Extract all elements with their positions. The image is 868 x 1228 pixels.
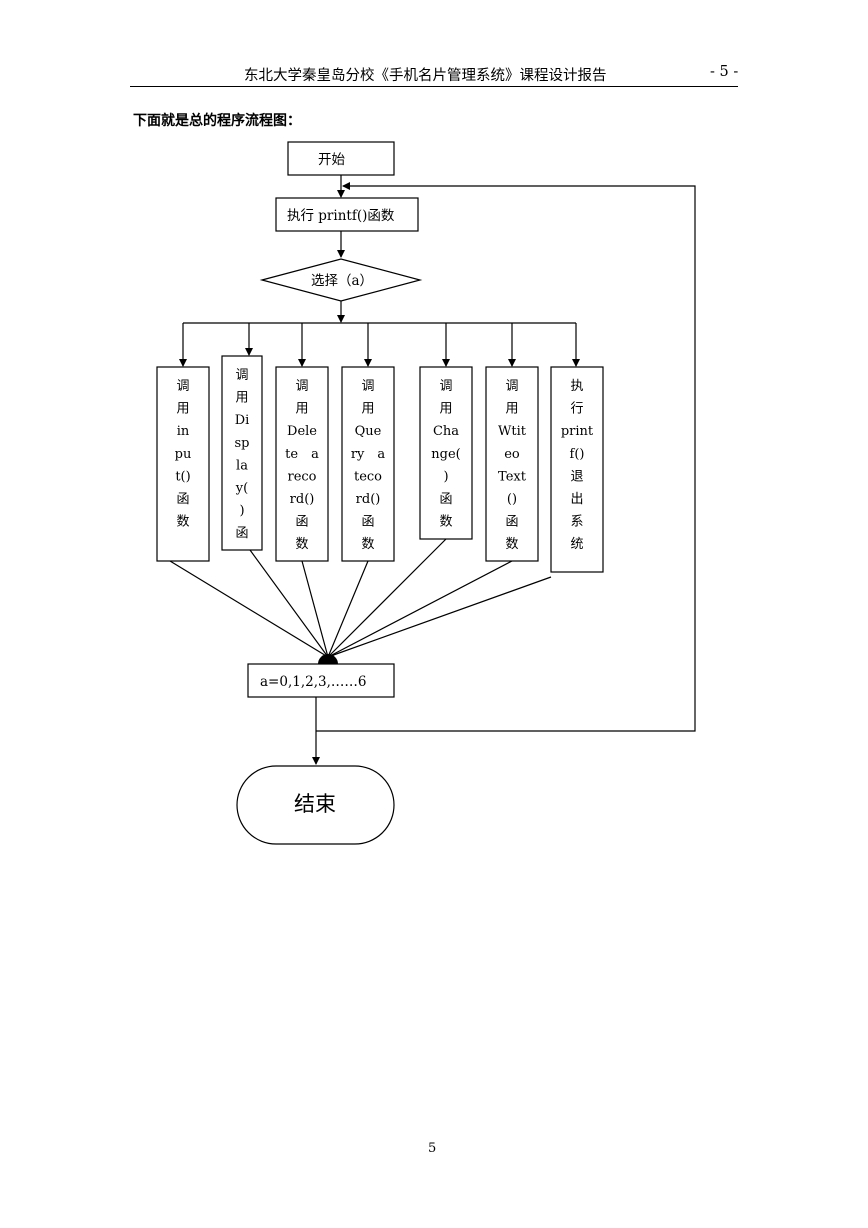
start-label: 开始 bbox=[318, 152, 345, 168]
branch-1-line-6: 函 bbox=[176, 492, 189, 507]
header-rule bbox=[130, 86, 738, 87]
branch-4-line-7: 函 bbox=[361, 515, 374, 530]
branch-5-line-4: nge( bbox=[431, 447, 460, 462]
branch-box-query bbox=[341, 366, 395, 562]
branch-3-line-8: 数 bbox=[295, 537, 308, 552]
end-label: 结束 bbox=[294, 792, 336, 816]
branch-4-line-1: 调 bbox=[361, 379, 374, 394]
branch-2-line-2: 用 bbox=[235, 391, 248, 406]
branch-7-line-6: 出 bbox=[570, 492, 583, 507]
branch-5-line-5: ) bbox=[443, 469, 448, 484]
branch-7-line-4: f() bbox=[570, 447, 585, 462]
branch-7-line-7: 系 bbox=[570, 515, 583, 530]
branch-1-line-2: 用 bbox=[176, 402, 189, 417]
branch-3-line-1: 调 bbox=[295, 379, 308, 394]
branch-4-line-2: 用 bbox=[361, 402, 374, 417]
end-node bbox=[236, 765, 395, 845]
branch-2-line-6: y( bbox=[235, 481, 248, 496]
loop-back-arrow bbox=[316, 182, 696, 732]
branch-5-line-3: Cha bbox=[433, 424, 459, 439]
branch-5-line-2: 用 bbox=[439, 402, 452, 417]
branch-4-line-6: rd() bbox=[356, 492, 381, 507]
branch-4-line-3: Que bbox=[355, 424, 382, 439]
decision-label: 选择（a） bbox=[311, 273, 373, 289]
branch-6-line-2: 用 bbox=[505, 402, 518, 417]
branch-2-line-5: la bbox=[236, 458, 248, 473]
branch-1-line-3: in bbox=[177, 424, 190, 439]
header-page-number: - 5 - bbox=[710, 64, 739, 80]
branch-box-exit bbox=[550, 366, 604, 573]
branch-5-line-6: 函 bbox=[439, 492, 452, 507]
merge-label: a=0,1,2,3,……6 bbox=[260, 674, 366, 690]
merge-lines bbox=[169, 538, 552, 658]
branch-box-display bbox=[221, 355, 263, 551]
branch-7-line-5: 退 bbox=[570, 469, 583, 484]
branch-5-line-1: 调 bbox=[439, 379, 452, 394]
branch-5-line-7: 数 bbox=[439, 515, 452, 530]
branch-2-line-4: sp bbox=[235, 436, 250, 451]
branch-7-line-1: 执 bbox=[570, 379, 583, 394]
branch-7-line-3: print bbox=[561, 424, 594, 439]
branch-6-line-7: 函 bbox=[505, 515, 518, 530]
branch-6-line-6: () bbox=[507, 492, 517, 507]
branch-7-line-2: 行 bbox=[570, 402, 583, 417]
branch-3-line-7: 函 bbox=[295, 515, 308, 530]
branch-3-line-6: rd() bbox=[290, 492, 315, 507]
branch-box-delete bbox=[275, 366, 329, 562]
branch-3-line-2: 用 bbox=[295, 402, 308, 417]
branch-6-line-4: eo bbox=[504, 447, 520, 462]
branch-3-line-5: reco bbox=[287, 469, 316, 484]
branch-4-line-4: ry a bbox=[351, 447, 386, 462]
branch-1-line-4: pu bbox=[175, 447, 192, 462]
exec-label: 执行 printf()函数 bbox=[287, 208, 395, 224]
branch-4-line-5: teco bbox=[354, 469, 382, 484]
branch-6-line-5: Text bbox=[498, 469, 527, 484]
header-title: 东北大学秦皇岛分校《手机名片管理系统》课程设计报告 bbox=[244, 68, 607, 84]
intro-text: 下面就是总的程序流程图： bbox=[133, 113, 301, 129]
branch-1-line-7: 数 bbox=[176, 515, 189, 530]
footer-page-number: 5 bbox=[428, 1141, 437, 1156]
branch-1-line-5: t() bbox=[175, 469, 190, 484]
branch-2-line-8: 函 bbox=[235, 526, 248, 541]
decision-node bbox=[259, 258, 423, 302]
merge-junction bbox=[318, 654, 338, 664]
branch-6-line-8: 数 bbox=[505, 537, 518, 552]
branch-3-line-4: te a bbox=[285, 447, 319, 462]
branch-1-line-1: 调 bbox=[176, 379, 189, 394]
branch-2-line-1: 调 bbox=[235, 368, 248, 383]
branch-4-line-8: 数 bbox=[361, 537, 374, 552]
branch-6-line-1: 调 bbox=[505, 379, 518, 394]
branch-3-line-3: Dele bbox=[287, 424, 317, 439]
branch-7-line-8: 统 bbox=[570, 537, 583, 552]
branch-6-line-3: Wtit bbox=[498, 424, 527, 439]
branch-2-line-7: ) bbox=[239, 504, 244, 519]
branch-box-write bbox=[485, 366, 539, 562]
branch-2-line-3: Di bbox=[235, 413, 250, 428]
branch-box-input bbox=[156, 366, 210, 562]
exec-node bbox=[275, 197, 419, 232]
